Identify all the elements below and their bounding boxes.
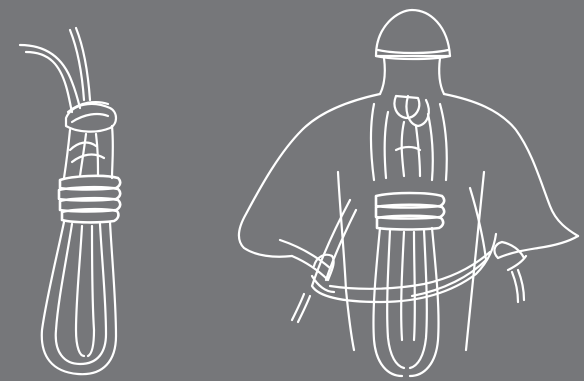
- rope-coil-icon: [20, 28, 120, 374]
- climber-back-view-icon: [239, 10, 578, 376]
